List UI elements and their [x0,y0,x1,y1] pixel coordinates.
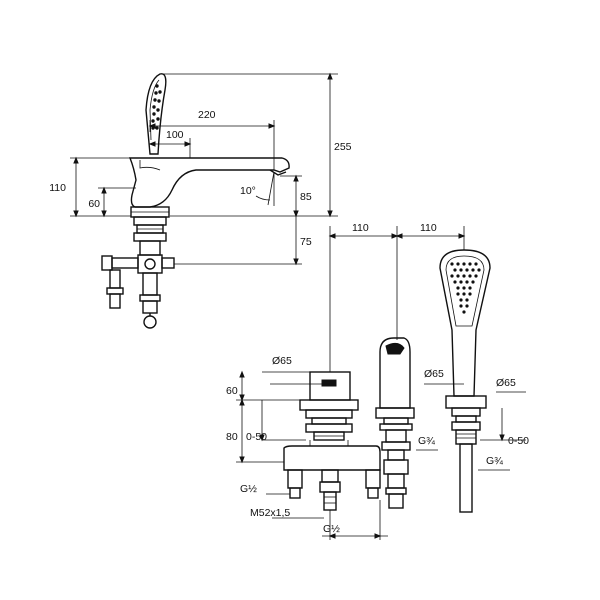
dim-dia-middle: Ø65 [424,368,444,380]
dim-dia-left: Ø65 [272,355,292,367]
dim-range-left: 0-50 [246,431,267,443]
dim-range-right: 0-50 [508,435,529,447]
supply-fittings-side [101,254,175,329]
dim-220: 220 [198,109,216,121]
hand-shower-front [439,249,491,513]
dim-60-front: 60 [226,385,238,397]
dim-255: 255 [334,141,352,153]
dim-85: 85 [300,191,312,203]
dim-100: 100 [166,129,184,141]
front-view: 110 110 [226,222,529,540]
mixer-body-side [128,157,290,256]
dim-110-left: 110 [49,182,66,194]
dim-g12-lower: G½ [323,523,340,535]
dim-g34-right: G¾ [486,455,503,467]
spout-front [375,337,415,509]
side-dimension-lines [70,72,338,266]
dim-75: 75 [300,236,312,248]
dim-dia-right: Ø65 [496,377,516,389]
dim-g12-upper: G½ [240,483,257,495]
front-dimension-lines [236,370,526,540]
dim-spacing-left: 110 [352,222,369,234]
hand-shower-side [145,73,167,155]
dim-g34-middle: G¾ [418,435,435,447]
dim-spacing-right: 110 [420,222,437,234]
front-spacing-lines [328,226,466,372]
diverter-body-front [283,440,381,511]
dim-angle: 10° [240,185,256,197]
dim-80-front: 80 [226,431,238,443]
dim-thread: M52x1,5 [250,507,290,519]
side-view: 220 100 255 110 60 85 10° 75 [49,72,352,329]
dim-60-left: 60 [88,198,100,210]
mixer-handle-front [299,371,359,441]
